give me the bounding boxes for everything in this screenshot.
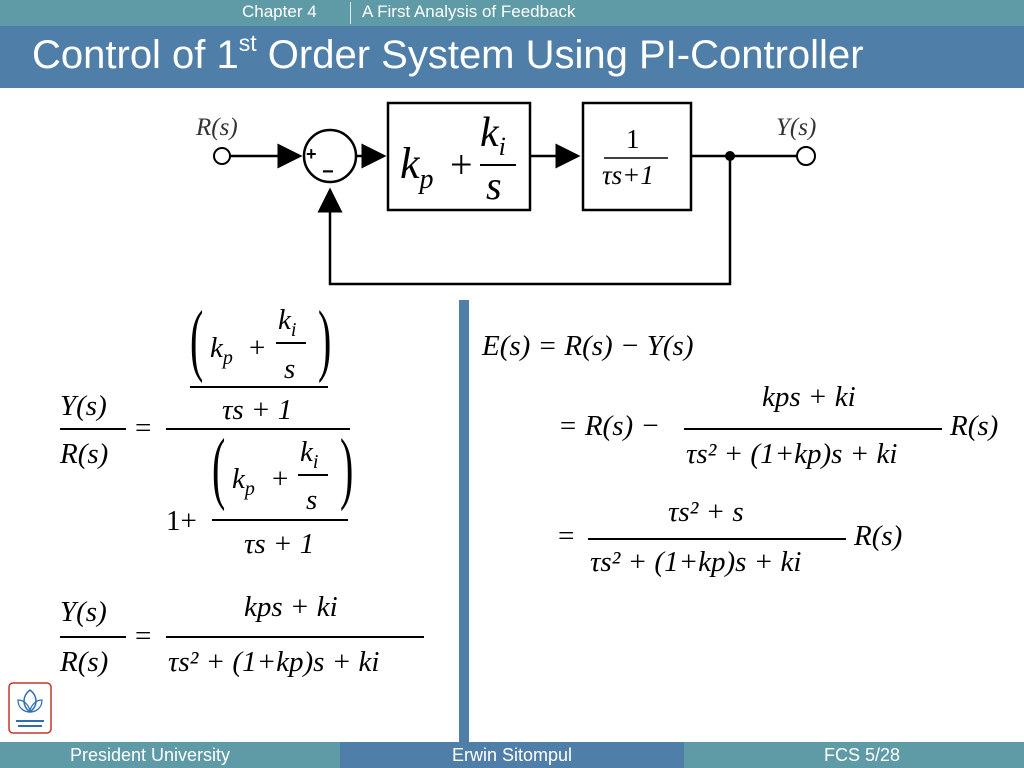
header-divider	[350, 2, 351, 24]
university-logo	[8, 682, 52, 734]
plant-block	[581, 101, 693, 212]
error-line3-den: τs² + (1+kp)s + ki	[590, 546, 802, 578]
upper-paren-close: )	[318, 296, 332, 384]
error-line2-den: τs² + (1+kp)s + ki	[686, 438, 898, 470]
minus-sign: −	[322, 161, 334, 183]
lower-kp: kp	[232, 463, 255, 500]
input-terminal	[213, 147, 231, 165]
equals-sign: =	[135, 412, 152, 444]
eq2-numerator: kps + ki	[244, 591, 338, 623]
footer-right: FCS 5/28	[684, 742, 1024, 768]
footer-left: President University	[0, 742, 340, 768]
error-equation: E(s) = R(s) − Y(s)	[482, 330, 694, 362]
output-terminal	[796, 146, 816, 166]
upper-s: s	[284, 353, 296, 385]
upper-plus: +	[249, 332, 266, 364]
lower-paren: (	[212, 424, 226, 512]
plant-denominator: τs+1	[602, 160, 654, 190]
upper-ki: ki	[278, 304, 297, 341]
lhs-denominator: R(s)	[60, 438, 109, 470]
lower-s: s	[306, 484, 318, 516]
plus-sign: +	[306, 144, 317, 164]
lhs2-denominator: R(s)	[60, 646, 109, 678]
lhs-fraction-bar	[60, 428, 126, 430]
controller-fraction-bar	[480, 164, 516, 166]
error-line3-num: τs² + s	[668, 496, 744, 528]
lower-tau: τs + 1	[244, 528, 315, 560]
error-line2-post: R(s)	[950, 410, 999, 442]
lower-inner-bar	[212, 519, 348, 521]
upper-tau: τs + 1	[222, 394, 293, 426]
upper-kp: kp	[210, 332, 233, 369]
column-divider	[459, 300, 469, 743]
lhs2-numerator: Y(s)	[60, 596, 107, 628]
lhs2-fraction-bar	[60, 636, 126, 638]
footer-center: Erwin Sitompul	[340, 742, 684, 768]
output-label: Y(s)	[776, 114, 817, 141]
feedback-path	[317, 156, 732, 286]
equals-sign-2: =	[135, 620, 152, 652]
eq2-denominator: τs² + (1+kp)s + ki	[168, 646, 380, 678]
error-line2-pre: = R(s) −	[558, 410, 660, 442]
pi-controller-block	[386, 101, 532, 212]
input-label: R(s)	[196, 114, 238, 141]
slide-title: Control of 1st Order System Using PI-Con…	[32, 30, 864, 78]
lower-ki-bar	[298, 474, 328, 476]
error-line3-post: R(s)	[854, 520, 903, 552]
upper-inner-bar	[190, 386, 328, 388]
lower-ki: ki	[300, 436, 319, 473]
controller-ki: ki	[480, 110, 506, 162]
title-bar	[0, 26, 1024, 88]
lhs-numerator: Y(s)	[60, 390, 107, 422]
error-line3-pre: =	[558, 520, 575, 552]
controller-plus: +	[450, 142, 473, 187]
chapter-label: Chapter 4	[242, 2, 317, 21]
controller-s: s	[486, 163, 502, 208]
controller-kp: kp	[400, 139, 434, 195]
eq2-fraction-bar	[166, 636, 424, 638]
main-fraction-bar	[166, 428, 350, 430]
chapter-bar	[0, 0, 1024, 26]
error-line2-num: kps + ki	[762, 381, 856, 413]
lower-plus: +	[272, 463, 289, 495]
upper-paren: (	[190, 296, 204, 384]
footer: President University Erwin Sitompul FCS …	[0, 742, 1024, 768]
upper-ki-bar	[276, 342, 306, 344]
error-line2-bar	[684, 428, 942, 430]
plant-numerator: 1	[626, 124, 640, 154]
block-diagram	[213, 101, 816, 286]
lower-paren-close: )	[340, 424, 354, 512]
error-line3-bar	[588, 538, 846, 540]
lower-one-plus: 1+	[166, 505, 197, 537]
chapter-subject: A First Analysis of Feedback	[362, 2, 576, 21]
